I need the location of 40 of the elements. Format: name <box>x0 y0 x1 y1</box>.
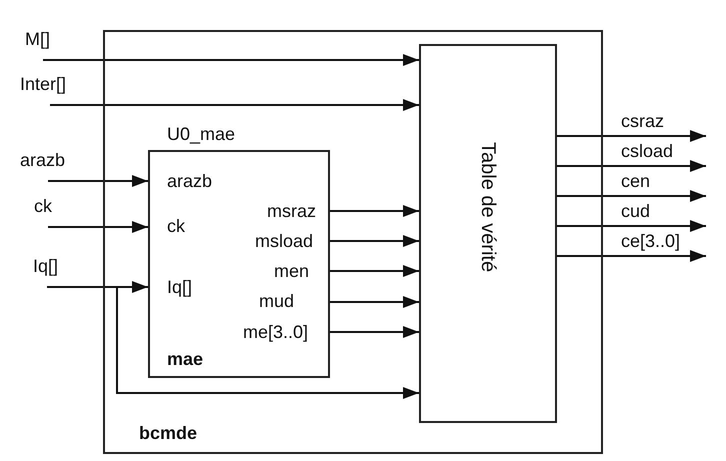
signal-label: ck <box>31 195 65 227</box>
signal-label: M[] <box>22 28 64 60</box>
module-frame <box>103 30 603 454</box>
port-label: msraz <box>267 202 316 220</box>
signal-arrow <box>48 221 148 233</box>
module-name: bcmde <box>139 424 198 442</box>
signal-arrow <box>330 265 419 277</box>
signal-arrow <box>330 235 419 247</box>
signal-arrow <box>330 296 419 308</box>
truth-table-block <box>419 44 557 423</box>
port-label: ck <box>167 217 185 235</box>
port-label: msload <box>254 232 313 250</box>
port-label: mud <box>258 292 294 310</box>
signal-label: arazb <box>20 149 76 181</box>
component-name: mae <box>167 350 204 368</box>
port-label: me[3..0] <box>242 323 308 341</box>
edge-label: csload <box>621 143 674 159</box>
block-title: Table de vérité <box>477 142 499 272</box>
signal-arrow <box>48 175 148 187</box>
port-label: men <box>274 262 309 280</box>
signal-arrow <box>557 130 706 142</box>
edge-label: ce[3..0] <box>621 233 680 249</box>
port-label: Iq[] <box>167 278 192 296</box>
signal-label: Iq[] <box>31 255 63 287</box>
signal-arrow <box>43 54 419 66</box>
port-label: arazb <box>167 172 212 190</box>
signal-arrow <box>557 190 706 202</box>
signal-arrow <box>47 286 419 399</box>
edge-label: cud <box>621 203 650 219</box>
edge-label: csraz <box>621 113 664 129</box>
signal-arrow <box>557 250 706 262</box>
signal-arrow <box>557 160 706 172</box>
signal-arrow <box>50 99 419 111</box>
component-block <box>148 125 330 378</box>
instance-name: U0_mae <box>167 125 236 143</box>
signal-arrow <box>330 205 419 217</box>
edge-label: cen <box>621 173 650 189</box>
signal-arrow <box>330 326 419 338</box>
signal-label: Inter[] <box>18 73 82 105</box>
signal-arrow <box>557 220 706 232</box>
